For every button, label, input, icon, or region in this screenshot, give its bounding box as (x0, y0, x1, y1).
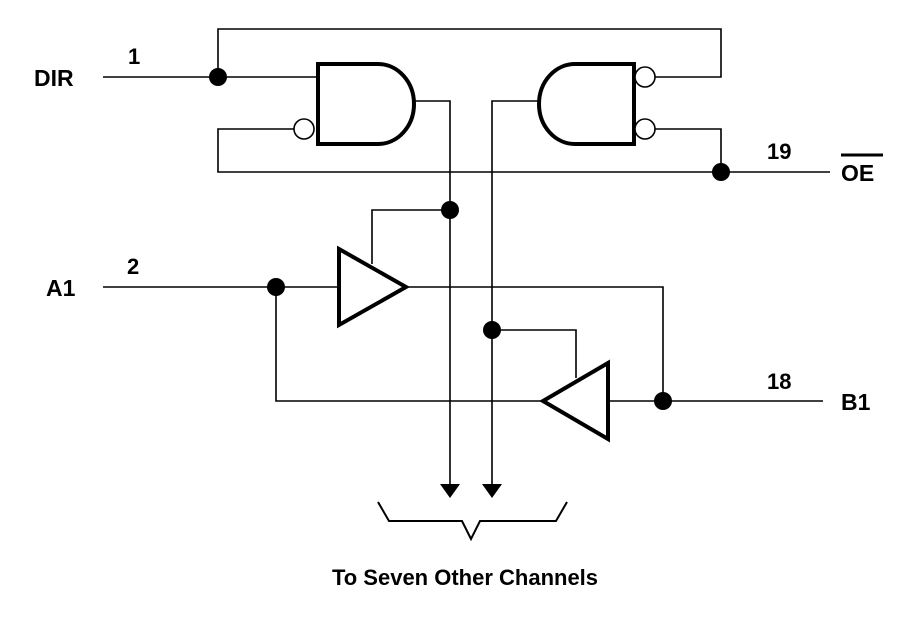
wire-dir-to-right-gate (217, 28, 722, 78)
wire-enable-a-to-b (371, 209, 450, 264)
and-gate-right (537, 62, 636, 146)
arrow-down-icon (482, 484, 502, 498)
wire-b-to-a-output (275, 287, 543, 402)
junction-oe (712, 163, 730, 181)
and-gate-left (316, 62, 416, 146)
wire-a-to-b-output (406, 286, 664, 401)
wire-right-gate-output (491, 100, 539, 487)
brace-icon (377, 501, 568, 542)
signal-label-b1: B1 (841, 389, 871, 415)
wire-enable-b-to-a (492, 329, 577, 378)
wire-oe-to-left-gate (217, 128, 830, 173)
pin-number-b1: 18 (767, 369, 791, 394)
buffer-a-to-b (337, 245, 411, 329)
arrow-down-icon (440, 484, 460, 498)
junction-enable-b-to-a (483, 321, 501, 339)
pin-number-oe: 19 (767, 139, 791, 164)
junction-enable-a-to-b (441, 201, 459, 219)
wire-left-gate-output (414, 100, 451, 487)
inverter-bubble-right-gate-top (634, 66, 656, 88)
pin-number-a1: 2 (127, 254, 139, 279)
wire-oe-to-right-gate (655, 128, 722, 172)
junction-dir (209, 68, 227, 86)
signal-label-a1: A1 (46, 275, 76, 301)
caption: To Seven Other Channels (332, 565, 598, 590)
inverter-bubble-right-gate-bottom (634, 118, 656, 140)
signal-label-dir: DIR (34, 65, 74, 91)
signal-label-oe: OE (841, 160, 874, 186)
inverter-bubble-left-gate (293, 118, 315, 140)
pin-number-dir: 1 (128, 44, 140, 69)
junction-b1 (654, 392, 672, 410)
